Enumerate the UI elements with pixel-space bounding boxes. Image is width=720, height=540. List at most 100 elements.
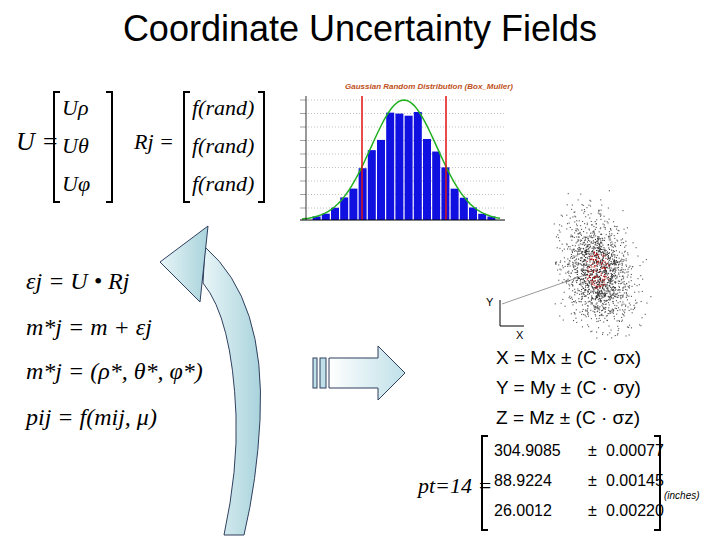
- scatter-point: [594, 232, 595, 233]
- scatter-point: [592, 280, 593, 281]
- scatter-point: [615, 296, 616, 297]
- scatter-point: [617, 262, 618, 263]
- scatter-point: [558, 237, 559, 238]
- scatter-point: [586, 265, 587, 266]
- scatter-point: [567, 223, 568, 224]
- scatter-point: [643, 262, 644, 263]
- scatter-point: [597, 287, 598, 288]
- scatter-point: [603, 257, 604, 258]
- scatter-point: [597, 280, 598, 281]
- scatter-point: [594, 309, 595, 310]
- scatter-point: [576, 280, 577, 281]
- scatter-point: [590, 265, 591, 266]
- scatter-point: [585, 240, 586, 241]
- scatter-point: [599, 291, 600, 292]
- scatter-point: [599, 213, 600, 214]
- scatter-point: [585, 244, 586, 245]
- scatter-point: [596, 296, 597, 297]
- scatter-point: [603, 276, 604, 277]
- scatter-point: [603, 270, 604, 271]
- scatter-point: [602, 280, 603, 281]
- scatter-point: [609, 267, 610, 268]
- scatter-point: [632, 266, 633, 267]
- scatter-point: [587, 261, 588, 262]
- scatter-point: [586, 249, 587, 250]
- scatter-point: [610, 257, 611, 258]
- scatter-point: [613, 313, 614, 314]
- scatter-point: [609, 252, 610, 253]
- scatter-point: [599, 272, 600, 273]
- scatter-point: [609, 297, 610, 298]
- scatter-point: [597, 292, 598, 293]
- scatter-point: [592, 256, 593, 257]
- scatter-point: [646, 259, 647, 260]
- scatter-point: [609, 285, 610, 286]
- scatter-point: [617, 262, 618, 263]
- scatter-point: [611, 254, 612, 255]
- scatter-point: [625, 269, 626, 270]
- scatter-point: [569, 297, 570, 298]
- scatter-point: [597, 306, 598, 307]
- scatter-point: [604, 268, 605, 269]
- scatter-point: [617, 290, 618, 291]
- scatter-point: [599, 272, 600, 273]
- scatter-point: [601, 315, 602, 316]
- scatter-point: [607, 284, 608, 285]
- scatter-point: [601, 255, 602, 256]
- scatter-point: [594, 252, 595, 253]
- scatter-point: [589, 289, 590, 290]
- scatter-point: [630, 304, 631, 305]
- scatter-point: [586, 254, 587, 255]
- scatter-point: [610, 299, 611, 300]
- scatter-point: [618, 264, 619, 265]
- scatter-point: [596, 257, 597, 258]
- scatter-point: [613, 310, 614, 311]
- scatter-point: [606, 234, 607, 235]
- scatter-point: [610, 311, 611, 312]
- scatter-point: [592, 251, 593, 252]
- scatter-point: [612, 312, 613, 313]
- scatter-point: [599, 308, 600, 309]
- scatter-point: [600, 213, 601, 214]
- scatter-point: [597, 286, 598, 287]
- scatter-point: [615, 296, 616, 297]
- scatter-point: [556, 236, 557, 237]
- scatter-point: [578, 199, 579, 200]
- scatter-point: [597, 307, 598, 308]
- scatter-point: [582, 244, 583, 245]
- scatter-point: [572, 236, 573, 237]
- scatter-point: [642, 279, 643, 280]
- scatter-point: [605, 295, 606, 296]
- scatter-point: [598, 210, 599, 211]
- tick-mark: [300, 154, 306, 155]
- scatter-point: [590, 271, 591, 272]
- scatter-point: [581, 240, 582, 241]
- scatter-point: [578, 262, 579, 263]
- scatter-point: [596, 293, 597, 294]
- scatter-point: [592, 279, 593, 280]
- scatter-point: [587, 236, 588, 237]
- scatter-point: [595, 260, 596, 261]
- scatter-point: [591, 269, 592, 270]
- scatter-point: [599, 276, 600, 277]
- scatter-point: [583, 293, 584, 294]
- scatter-point: [619, 321, 620, 322]
- scatter-point: [632, 266, 633, 267]
- scatter-point: [611, 235, 612, 236]
- scatter-point: [609, 326, 610, 327]
- scatter-point: [603, 252, 604, 253]
- scatter-point: [614, 263, 615, 264]
- scatter-point: [619, 289, 620, 290]
- scatter-point: [619, 252, 620, 253]
- scatter-point: [613, 254, 614, 255]
- scatter-point: [614, 259, 615, 260]
- scatter-point: [587, 284, 588, 285]
- scatter-point: [589, 258, 590, 259]
- scatter-point: [594, 306, 595, 307]
- scatter-point: [603, 289, 604, 290]
- scatter-point: [576, 322, 577, 323]
- scatter-point: [596, 261, 597, 262]
- scatter-point: [620, 261, 621, 262]
- scatter-point: [584, 256, 585, 257]
- scatter-point: [615, 242, 616, 243]
